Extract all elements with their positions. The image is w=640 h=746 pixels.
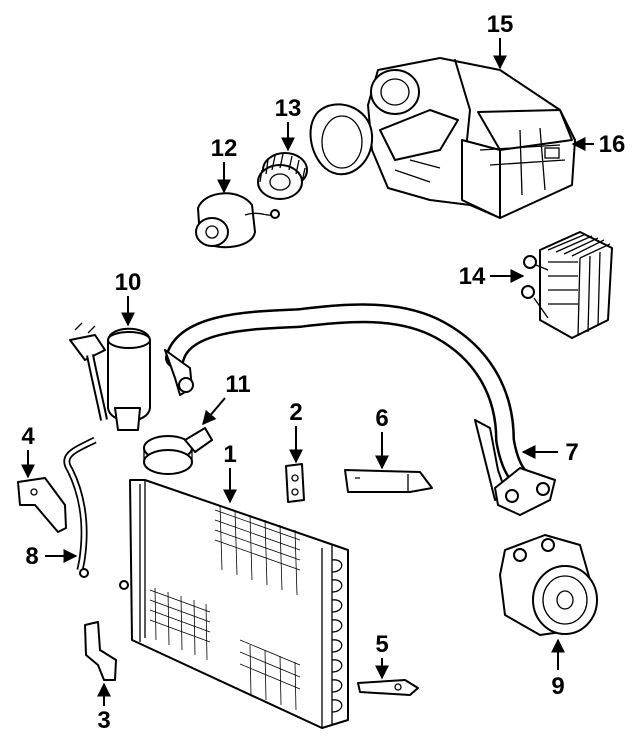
callout-11: 11	[202, 371, 251, 426]
bracket-2-part	[285, 463, 305, 503]
callout-16: 16	[571, 131, 626, 158]
blower-motor-part	[195, 192, 280, 249]
callout-9-label: 9	[551, 673, 564, 700]
callout-14: 14	[459, 263, 525, 290]
callout-14-label: 14	[459, 263, 486, 290]
accumulator-part	[69, 322, 151, 431]
callout-5-label: 5	[375, 631, 388, 658]
condenser-part	[119, 479, 349, 729]
callout-2: 2	[289, 399, 303, 464]
callout-6: 6	[375, 405, 389, 470]
callout-3-label: 3	[97, 707, 110, 734]
callout-16-label: 16	[599, 131, 626, 158]
callout-15-label: 15	[487, 11, 514, 38]
heater-housing-part	[309, 57, 576, 219]
callout-6-label: 6	[375, 405, 388, 432]
callout-12: 12	[211, 135, 238, 194]
callout-9: 9	[551, 638, 565, 700]
callout-4-label: 4	[21, 423, 35, 450]
liquid-line-part	[63, 436, 97, 578]
compressor-part	[499, 534, 598, 636]
callout-10: 10	[115, 269, 142, 327]
callout-1: 1	[223, 441, 237, 504]
callout-5: 5	[375, 631, 389, 680]
callout-13-label: 13	[275, 95, 302, 122]
callout-2-label: 2	[289, 399, 302, 426]
suction-hose-part	[164, 303, 556, 516]
callout-10-label: 10	[115, 269, 142, 296]
bracket-5-part	[357, 679, 419, 696]
callout-4: 4	[21, 423, 35, 479]
callout-11-label: 11	[225, 371, 250, 398]
bracket-6-part	[344, 469, 433, 493]
blower-wheel-part	[257, 152, 308, 200]
callout-13: 13	[275, 95, 302, 152]
callout-1-label: 1	[223, 441, 236, 468]
callout-8-label: 8	[25, 543, 38, 570]
callout-8: 8	[25, 543, 78, 570]
callout-3: 3	[97, 682, 111, 734]
callout-7-label: 7	[565, 439, 578, 466]
callout-12-label: 12	[211, 135, 238, 162]
callout-15: 15	[487, 11, 514, 70]
evaporator-core-part	[521, 231, 613, 339]
accumulator-bracket-part	[143, 427, 213, 475]
bracket-3-part	[84, 621, 117, 681]
bracket-4-part	[17, 477, 67, 533]
callout-7: 7	[521, 439, 579, 466]
